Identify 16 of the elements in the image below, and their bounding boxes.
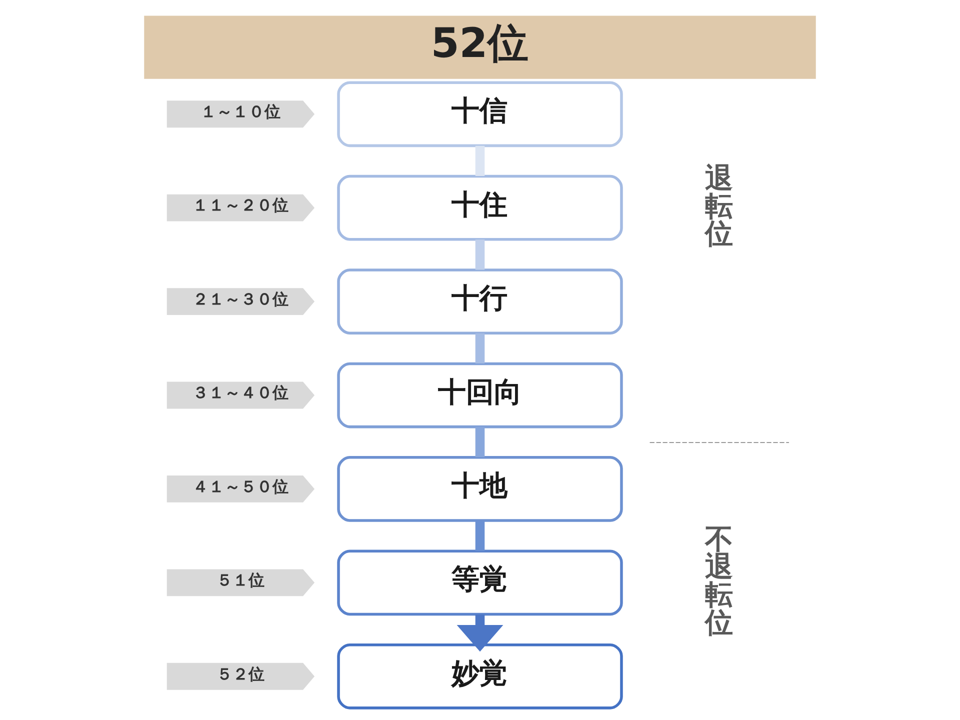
node-box: 等覚 bbox=[337, 550, 623, 616]
node-box: 十信 bbox=[337, 81, 623, 148]
node-box: 十回向 bbox=[337, 362, 623, 428]
node-box: 十住 bbox=[337, 174, 623, 241]
arrow bbox=[456, 614, 504, 652]
connector bbox=[475, 240, 485, 270]
label: 不退転位 bbox=[704, 522, 733, 639]
diagram-title: 52位 bbox=[430, 18, 529, 67]
node-box: 妙覚 bbox=[337, 643, 623, 710]
connector bbox=[475, 146, 485, 176]
node-box: 十行 bbox=[337, 268, 623, 334]
connector bbox=[475, 427, 485, 458]
connector bbox=[475, 520, 485, 551]
connector bbox=[475, 333, 485, 364]
label: 退転位 bbox=[704, 161, 733, 250]
node-box: 十地 bbox=[337, 456, 623, 522]
